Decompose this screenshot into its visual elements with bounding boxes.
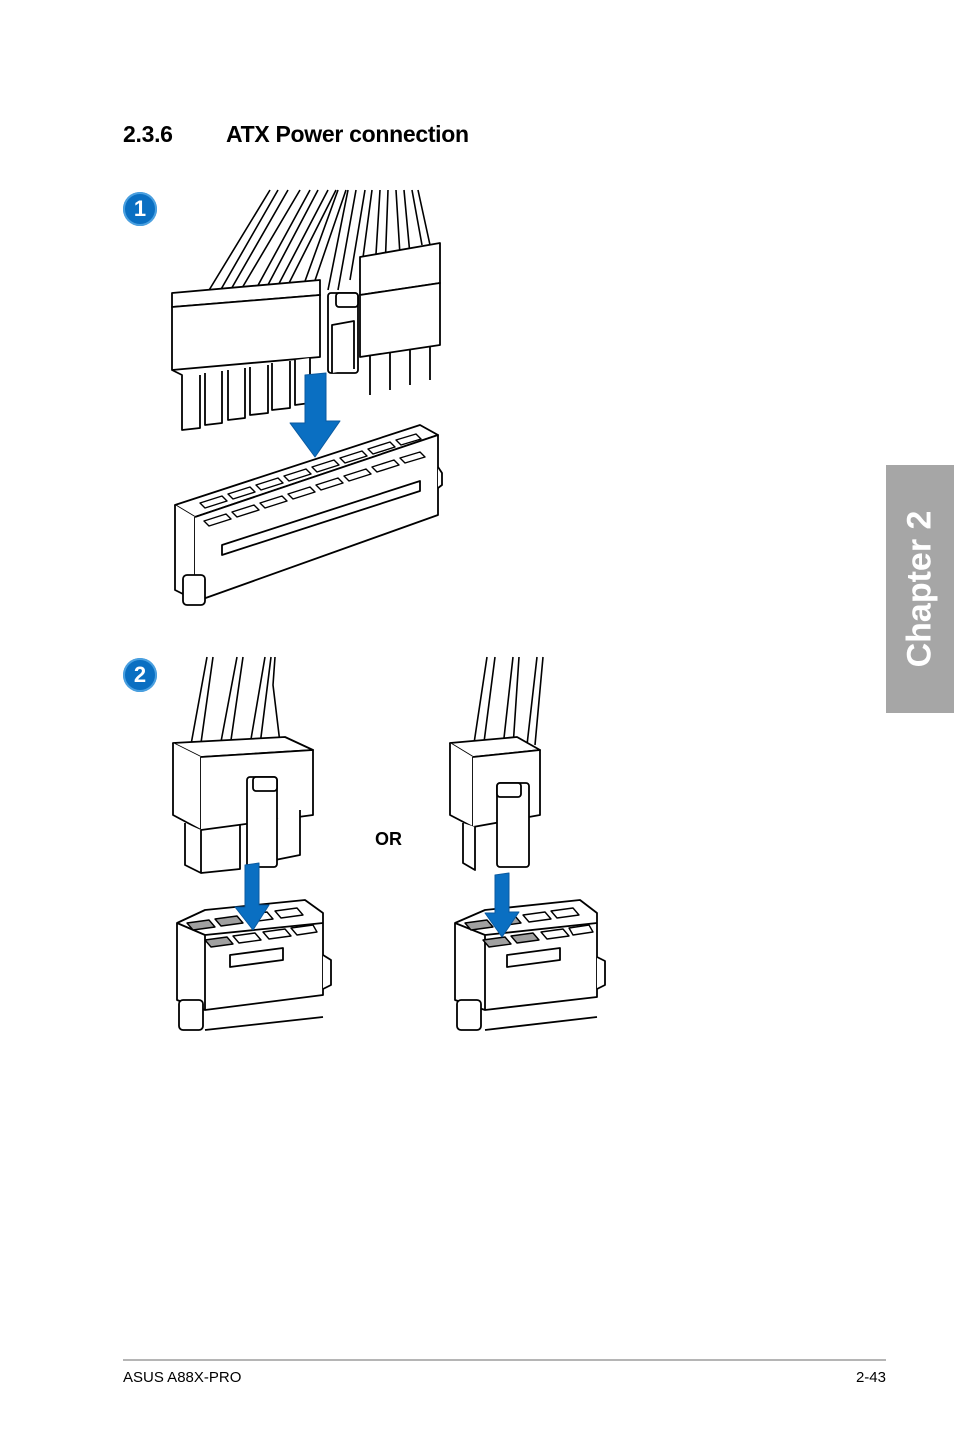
receptacle-24pin <box>174 424 443 606</box>
footer-divider <box>123 1359 886 1361</box>
or-label: OR <box>375 829 402 849</box>
plug-housing <box>172 736 314 874</box>
chapter-tab: Chapter 2 <box>886 465 954 713</box>
receptacle-8pin <box>176 899 332 1031</box>
section-number: 2.3.6 <box>123 121 173 147</box>
atx-4pin-diagram <box>449 656 606 1031</box>
atx-24pin-diagram <box>171 189 443 606</box>
insert-arrow <box>289 372 341 458</box>
cable-bundle <box>472 656 544 751</box>
step-1-badge: 1 <box>123 192 157 226</box>
chapter-tab-label: Chapter 2 <box>900 510 939 668</box>
receptacle-8pin <box>454 899 606 1031</box>
cable-bundle <box>189 656 281 751</box>
insert-arrow <box>234 862 270 931</box>
step-2-badge: 2 <box>123 658 157 692</box>
plug-housing <box>171 242 441 431</box>
footer-page-number: 2-43 <box>855 1369 886 1386</box>
section-title: ATX Power connection <box>226 121 469 147</box>
footer-product-name: ASUS A88X-PRO <box>123 1369 242 1386</box>
eps-8pin-diagram <box>172 656 332 1031</box>
plug-housing <box>449 736 541 871</box>
cable-bundle <box>199 189 431 306</box>
insert-arrow <box>484 872 520 938</box>
section-heading: 2.3.6 ATX Power connection <box>123 121 469 148</box>
